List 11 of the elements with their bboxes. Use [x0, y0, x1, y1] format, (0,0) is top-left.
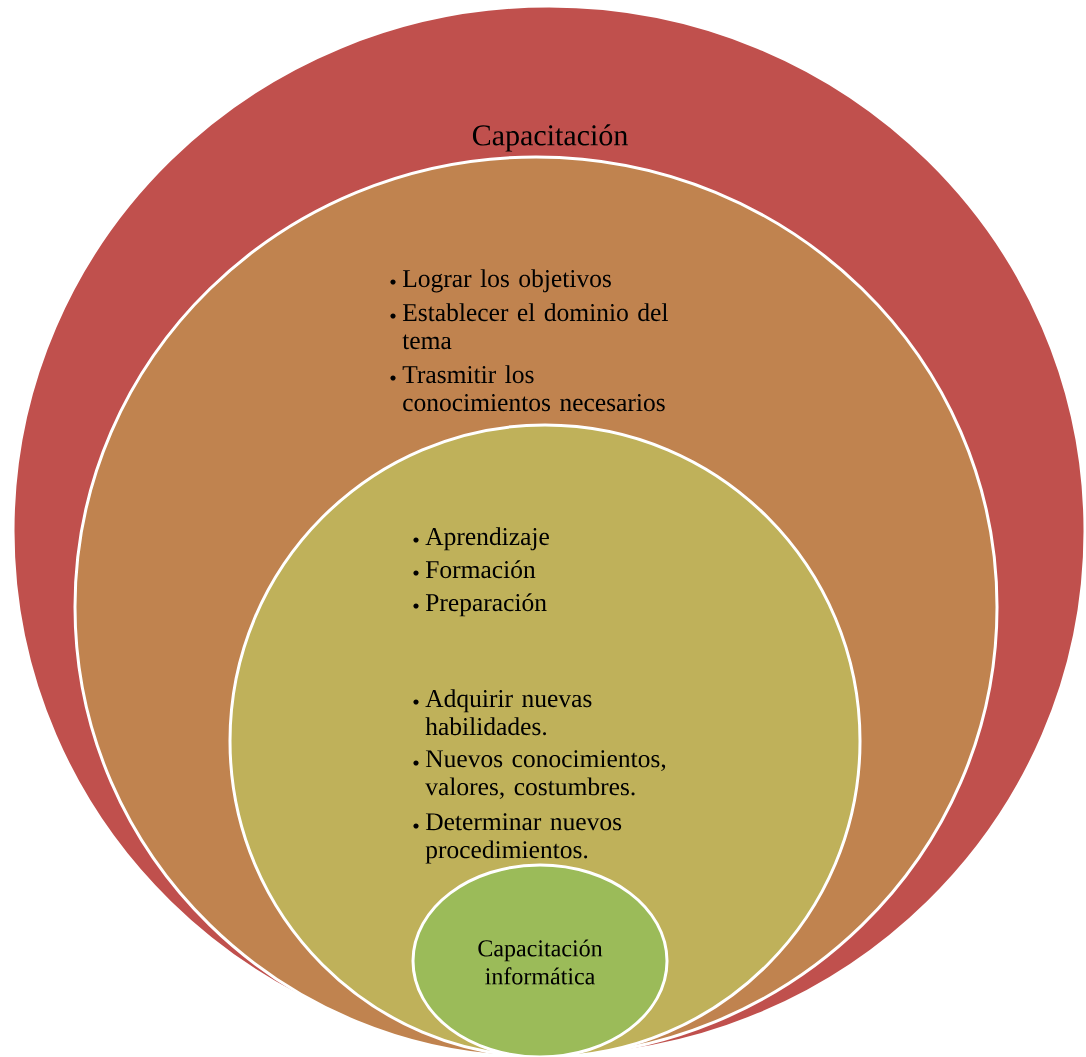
- list-item: Aprendizaje: [413, 527, 549, 551]
- list-item: Nuevos conocimientos, valores, costumbres.: [413, 750, 666, 799]
- list-item: Determinar nuevos procedimientos.: [413, 813, 622, 864]
- circle-label: Capacitación informática: [478, 939, 603, 985]
- list-item: Lograr los objetivos: [390, 269, 611, 293]
- list-item: Establecer el dominio del tema: [390, 303, 668, 350]
- list-item: Trasmitir los conocimientos necesarios: [390, 365, 665, 412]
- list-item: Adquirir nuevas habilidades.: [413, 689, 592, 736]
- list-item: Preparación: [413, 593, 547, 617]
- heading: Capacitación: [472, 124, 628, 152]
- list-item: Formación: [413, 560, 536, 579]
